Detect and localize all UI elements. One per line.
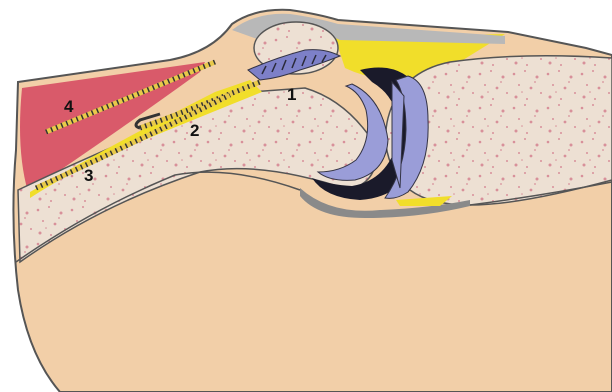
label-1: 1	[287, 85, 296, 104]
label-3: 3	[84, 166, 93, 185]
label-4: 4	[64, 97, 74, 116]
label-2: 2	[190, 121, 199, 140]
